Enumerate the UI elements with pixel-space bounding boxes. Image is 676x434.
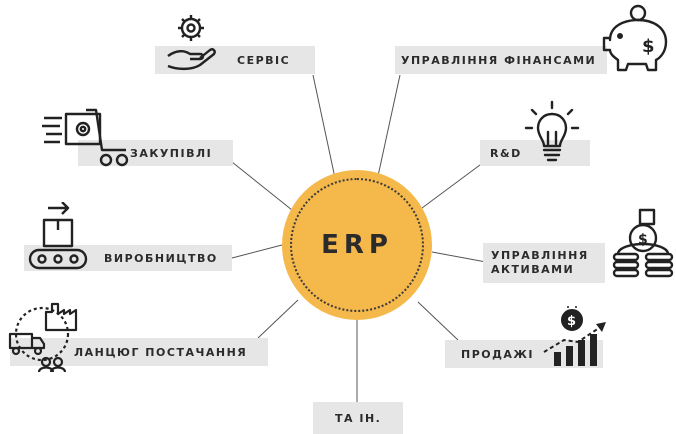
node-production-label: ВИРОБНИЦТВО: [104, 251, 218, 265]
node-assets-label-2: АКТИВАМИ: [491, 263, 575, 276]
node-other-label: ТА ІН.: [335, 411, 382, 425]
hub-label: ERP: [321, 230, 393, 260]
shopping-cart-icon: [42, 108, 129, 167]
line-sales: [417, 301, 459, 341]
node-service-label: СЕРВІС: [237, 53, 291, 67]
node-finance-label: УПРАВЛІННЯ ФІНАНСАМИ: [401, 53, 597, 67]
line-production: [231, 244, 283, 259]
line-supply-chain: [257, 299, 299, 339]
gear-hand-icon: [167, 15, 216, 71]
line-purchasing: [231, 161, 293, 211]
svg-text:$: $: [638, 232, 648, 248]
line-finance: [377, 74, 401, 177]
hub-dotted-ring: [290, 178, 424, 312]
light-bulb-icon: [524, 100, 580, 162]
node-sales: ПРОДАЖІ: [445, 340, 603, 368]
node-purchasing: ЗАКУПІВЛІ: [78, 140, 233, 166]
conveyor-box-icon: [28, 202, 88, 270]
node-rnd-label: R&D: [490, 146, 522, 160]
svg-text:$: $: [642, 36, 655, 57]
node-supply-chain: ЛАНЦЮГ ПОСТАЧАННЯ: [10, 338, 268, 366]
truck-factory-icon: [8, 302, 78, 373]
node-purchasing-label: ЗАКУПІВЛІ: [130, 146, 213, 160]
node-assets-label-1: УПРАВЛІННЯ: [491, 249, 589, 262]
svg-text:$: $: [567, 314, 576, 329]
piggy-bank-icon: $: [602, 4, 668, 72]
erp-hub: ERP: [282, 170, 432, 320]
growth-chart-icon: $: [543, 306, 606, 366]
coins-money-icon: $: [612, 208, 674, 278]
node-assets: УПРАВЛІННЯ АКТИВАМИ: [483, 243, 605, 283]
line-service: [312, 74, 336, 179]
node-other: ТА ІН.: [313, 402, 403, 434]
node-supply-chain-label: ЛАНЦЮГ ПОСТАЧАННЯ: [74, 345, 248, 359]
node-rnd: R&D: [480, 140, 590, 166]
node-finance: УПРАВЛІННЯ ФІНАНСАМИ: [395, 46, 607, 74]
line-rnd: [421, 161, 485, 209]
line-assets: [431, 251, 487, 263]
node-sales-label: ПРОДАЖІ: [461, 347, 534, 361]
